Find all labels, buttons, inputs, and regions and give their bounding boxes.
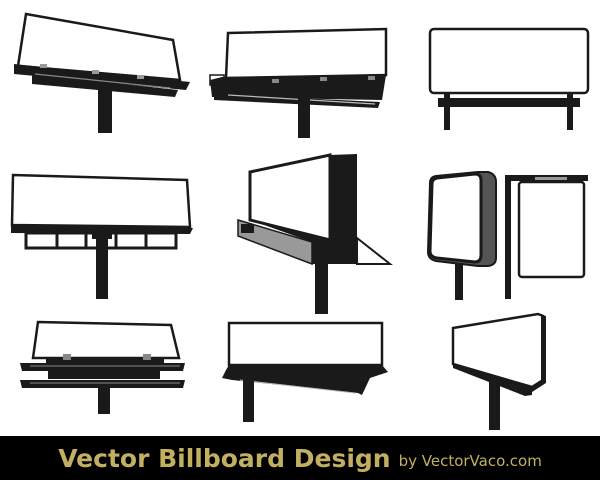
- billboard-5: [237, 153, 393, 314]
- banner-byline: by VectorVaco.com: [398, 452, 542, 470]
- title-banner: Vector Billboard Design by VectorVaco.co…: [0, 436, 600, 480]
- banner-title: Vector Billboard Design: [58, 443, 391, 473]
- billboard-8: [222, 321, 388, 422]
- billboard-7: [20, 320, 185, 414]
- billboard-4: [10, 173, 193, 299]
- billboard-3: [428, 27, 590, 130]
- billboard-artwork: [10, 12, 590, 430]
- billboard-1: [14, 12, 190, 133]
- billboard-2: [209, 27, 388, 138]
- billboard-9: [451, 312, 546, 430]
- billboard-6: [426, 171, 588, 300]
